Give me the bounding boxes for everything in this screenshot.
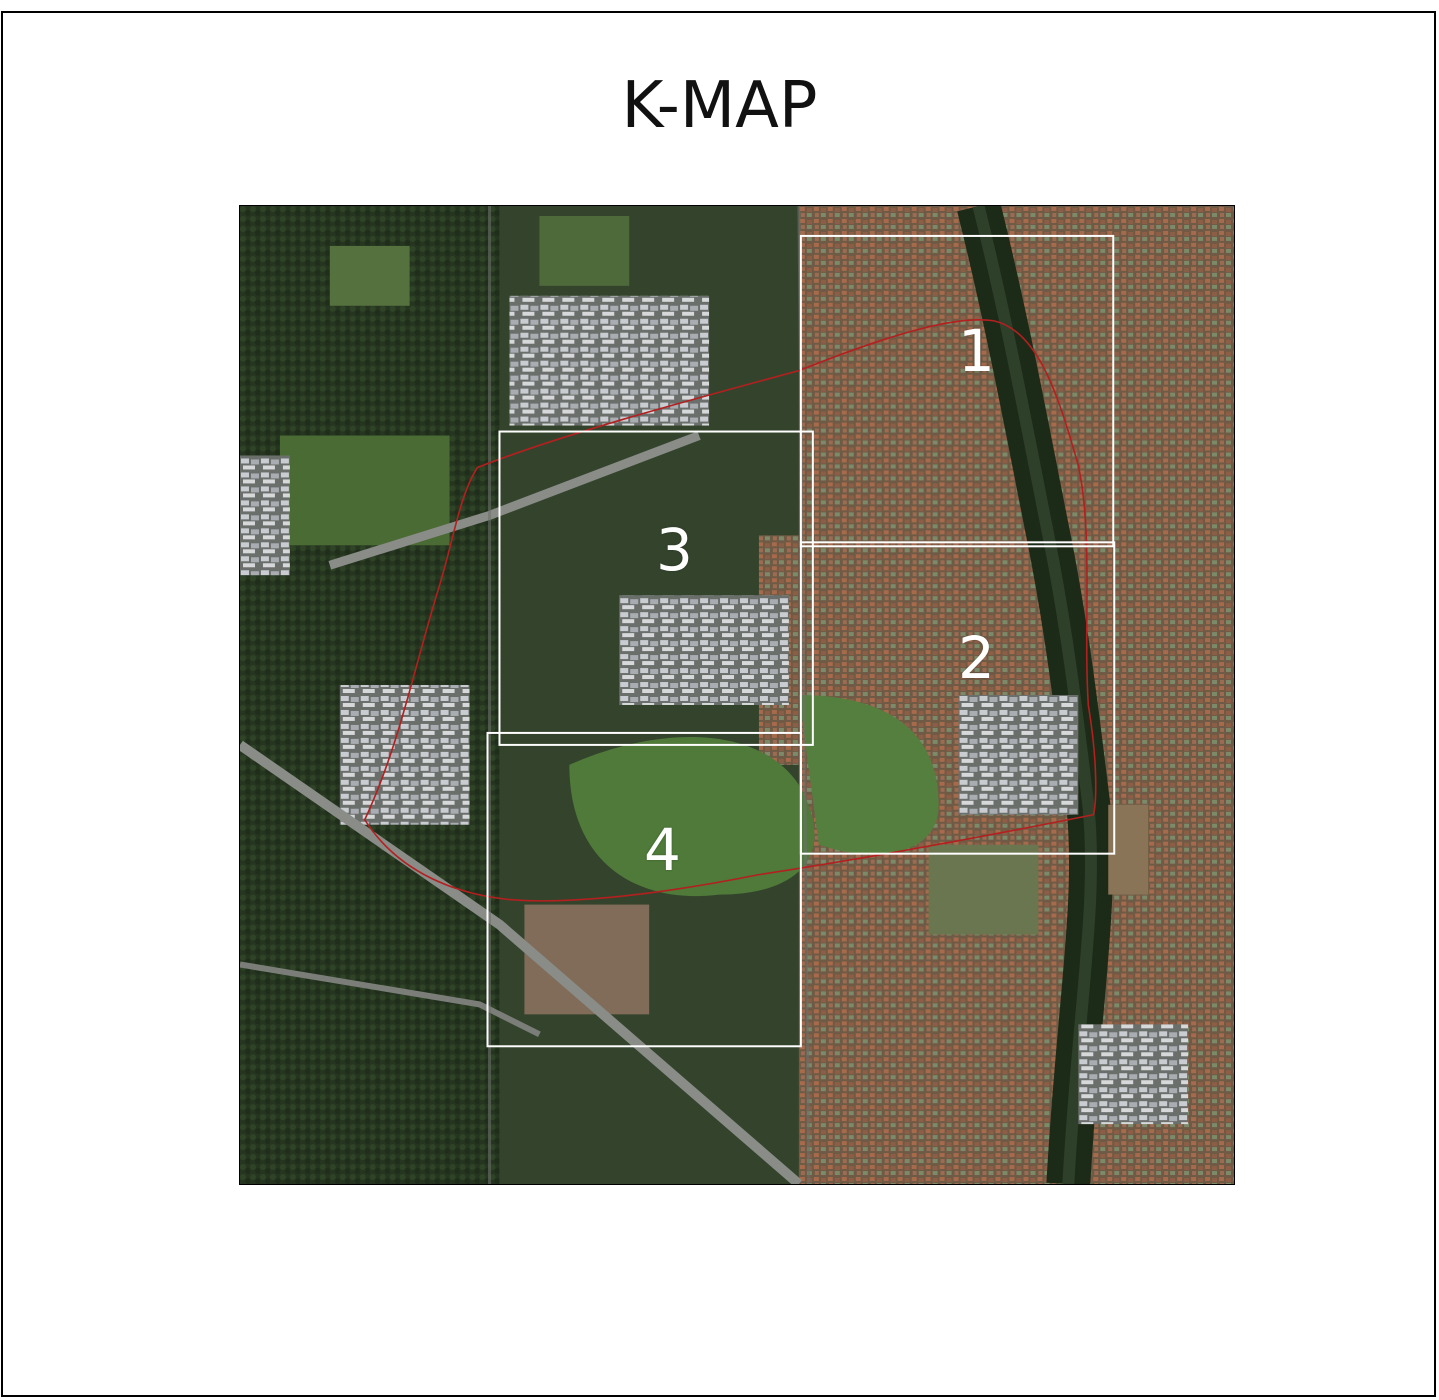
study-area-boundary — [363, 319, 1097, 902]
tile-outline-1 — [799, 234, 1115, 548]
tile-label-4: 4 — [644, 816, 681, 884]
tile-label-3: 3 — [656, 516, 693, 584]
tile-label-2: 2 — [958, 624, 995, 692]
tile-outline-2 — [799, 541, 1116, 855]
map-title: K-MAP — [621, 69, 818, 143]
tile-label-1: 1 — [958, 317, 995, 385]
tile-outline-4 — [486, 731, 802, 1048]
tile-outline-3 — [498, 430, 814, 746]
satellite-map[interactable]: 1 2 3 4 — [239, 205, 1235, 1185]
aerial-imagery — [240, 206, 1234, 1184]
